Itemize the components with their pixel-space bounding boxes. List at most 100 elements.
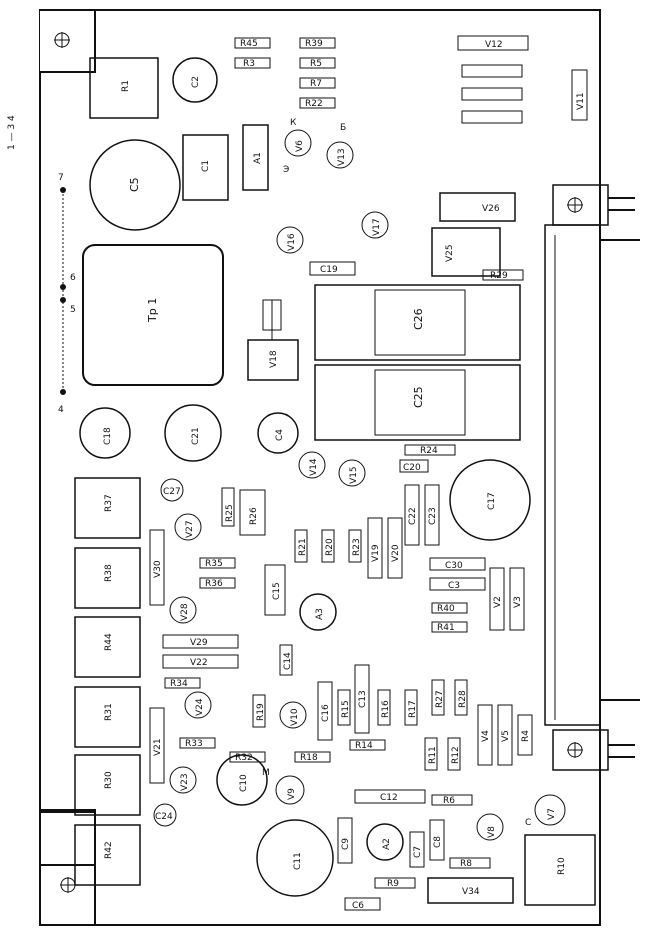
capacitor-c15: C15 <box>264 564 286 616</box>
diode-v18: V18 <box>247 299 299 381</box>
svg-text:R3: R3 <box>243 59 255 69</box>
resistor-r26: R26 <box>239 489 266 536</box>
svg-text:C23: C23 <box>428 507 438 525</box>
terminal-k: К <box>290 118 297 128</box>
chip-a1: A1 <box>242 124 269 191</box>
capacitor-c12: C12 <box>354 789 426 804</box>
pin-6: 6 <box>60 273 76 290</box>
svg-text:C3: C3 <box>448 581 460 591</box>
resistor-r14: R14 <box>349 739 386 751</box>
transistor-v10: V10 <box>279 701 307 729</box>
capacitor-c14: C14 <box>279 644 293 676</box>
diode-v21: V21 <box>149 707 165 784</box>
capacitor-c6: C6 <box>344 897 381 911</box>
svg-text:6: 6 <box>70 273 76 283</box>
svg-text:V13: V13 <box>337 148 347 166</box>
diode-v26: V26 <box>439 192 516 222</box>
capacitor-c27: C27 <box>160 478 184 502</box>
transistor-v13: V13 <box>326 141 354 169</box>
svg-text:V12: V12 <box>485 40 503 50</box>
diode-v34: V34 <box>427 877 514 904</box>
resistor-r6: R6 <box>431 794 473 806</box>
svg-text:C4: C4 <box>275 429 285 441</box>
transistor-v24: V24 <box>184 691 212 719</box>
svg-text:V18: V18 <box>269 350 279 368</box>
transistor-v16: V16 <box>276 226 304 254</box>
svg-text:R34: R34 <box>170 679 188 689</box>
svg-text:C19: C19 <box>320 265 338 275</box>
svg-text:R9: R9 <box>387 879 399 889</box>
svg-text:R35: R35 <box>205 559 223 569</box>
resistor-r9: R9 <box>374 877 416 889</box>
capacitor-c17: C17 <box>449 459 531 541</box>
board-outline <box>39 9 601 926</box>
svg-text:R14: R14 <box>355 741 373 751</box>
resistor-r41: R41 <box>431 621 468 633</box>
svg-text:R4: R4 <box>521 730 531 742</box>
svg-text:C10: C10 <box>239 774 249 792</box>
svg-text:C18: C18 <box>103 427 113 445</box>
svg-text:V26: V26 <box>482 204 500 214</box>
svg-text:R27: R27 <box>435 690 445 708</box>
svg-text:R23: R23 <box>352 538 362 556</box>
svg-text:R41: R41 <box>437 623 455 633</box>
capacitor-c3: C3 <box>429 577 486 591</box>
resistor-r40: R40 <box>431 602 468 614</box>
svg-text:V15: V15 <box>349 466 359 484</box>
resistor-r34: R34 <box>164 677 201 689</box>
resistor-r15: R15 <box>337 689 351 726</box>
svg-text:R39: R39 <box>305 39 323 49</box>
svg-text:V27: V27 <box>185 520 195 538</box>
svg-text:C17: C17 <box>487 492 497 510</box>
capacitor-c4: C4 <box>257 412 299 454</box>
corner-note: 1 — 3 4 <box>7 115 17 150</box>
svg-text:C15: C15 <box>272 582 282 600</box>
svg-text:C12: C12 <box>380 793 398 803</box>
svg-text:V21: V21 <box>153 738 163 756</box>
svg-text:R24: R24 <box>420 446 438 456</box>
svg-text:A1: A1 <box>253 152 263 164</box>
svg-text:V30: V30 <box>153 560 163 578</box>
resistor-r37: R37 <box>74 477 141 539</box>
diode-v3: V3 <box>509 567 525 631</box>
capacitor-c8: C8 <box>429 819 445 861</box>
transistor-v9: V9 <box>275 775 305 805</box>
capacitor-c30: C30 <box>429 557 486 571</box>
svg-text:V22: V22 <box>190 658 208 668</box>
svg-text:R37: R37 <box>104 494 114 512</box>
svg-text:R38: R38 <box>104 564 114 582</box>
svg-text:R26: R26 <box>249 507 259 525</box>
svg-text:V9: V9 <box>287 788 297 800</box>
svg-text:R10: R10 <box>557 857 567 875</box>
svg-text:V8: V8 <box>487 826 497 838</box>
resistor-r18: R18 <box>294 751 331 763</box>
svg-text:R40: R40 <box>437 604 455 614</box>
svg-text:R31: R31 <box>104 703 114 721</box>
transistor-v8: V8 <box>476 813 504 841</box>
resistor-r17: R17 <box>404 689 418 726</box>
capacitor-c7: C7 <box>409 831 425 868</box>
svg-text:V23: V23 <box>180 773 190 791</box>
resistor-r35: R35 <box>199 557 236 569</box>
transistor-v6: V6 <box>284 129 312 157</box>
resistor-r21: R21 <box>294 529 308 563</box>
resistor-r1: R1 <box>89 57 159 119</box>
svg-text:R15: R15 <box>341 700 351 718</box>
terminal-c: С <box>525 818 531 828</box>
svg-text:Tp 1: Tp 1 <box>146 298 159 323</box>
svg-text:R22: R22 <box>305 99 323 109</box>
svg-text:V34: V34 <box>462 887 480 897</box>
svg-text:A2: A2 <box>382 838 392 850</box>
svg-text:R30: R30 <box>104 771 114 789</box>
svg-text:V25: V25 <box>445 244 455 262</box>
capacitor-c16: C16 <box>317 681 333 741</box>
svg-text:C1: C1 <box>201 160 211 172</box>
svg-text:C26: C26 <box>412 308 425 330</box>
svg-text:V10: V10 <box>290 708 300 726</box>
diode-v29: V29 <box>162 634 239 649</box>
resistor-r10: R10 <box>524 834 596 906</box>
svg-text:R18: R18 <box>300 753 318 763</box>
capacitor-c2: C2 <box>172 57 218 103</box>
